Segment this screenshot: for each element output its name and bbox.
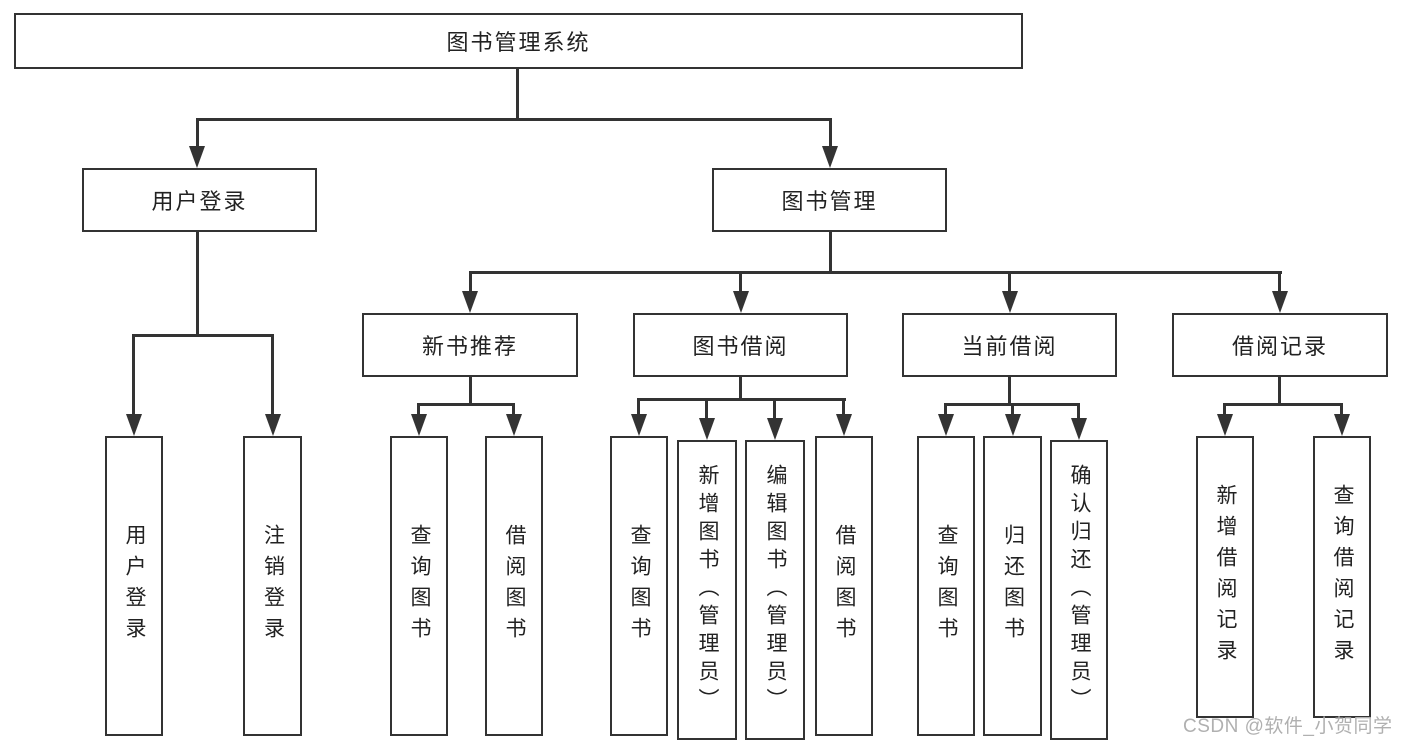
connector-line	[739, 271, 742, 291]
leaf-current-query-books: 查询图书	[917, 436, 975, 736]
arrow-down-icon	[411, 414, 427, 436]
arrow-down-icon	[699, 418, 715, 440]
connector-line	[1223, 403, 1343, 406]
connector-line	[1340, 403, 1343, 414]
connector-line	[1011, 403, 1014, 414]
leaf-login-user-login: 用户登录	[105, 436, 163, 736]
node-borrowing-records: 借阅记录	[1172, 313, 1388, 377]
connector-line	[516, 69, 519, 119]
connector-line	[773, 398, 776, 418]
connector-line	[944, 403, 947, 414]
connector-line	[469, 271, 1282, 274]
arrow-down-icon	[1334, 414, 1350, 436]
connector-line	[637, 398, 846, 401]
arrow-down-icon	[1272, 291, 1288, 313]
connector-line	[1008, 271, 1011, 291]
leaf-borrowing-add-books-admin: 新增图书（管理员）	[677, 440, 737, 740]
leaf-borrowing-edit-books-admin: 编辑图书（管理员）	[745, 440, 805, 740]
connector-line	[637, 398, 640, 414]
arrow-down-icon	[822, 146, 838, 168]
leaf-records-add-record: 新增借阅记录	[1196, 436, 1254, 718]
connector-line	[1077, 403, 1080, 418]
arrow-down-icon	[506, 414, 522, 436]
leaf-recommend-query-books: 查询图书	[390, 436, 448, 736]
node-current-borrowing: 当前借阅	[902, 313, 1117, 377]
arrow-down-icon	[1217, 414, 1233, 436]
connector-line	[271, 334, 274, 414]
node-book-management: 图书管理	[712, 168, 947, 232]
node-user-login: 用户登录	[82, 168, 317, 232]
connector-line	[417, 403, 420, 414]
arrow-down-icon	[1071, 418, 1087, 440]
arrow-down-icon	[631, 414, 647, 436]
arrow-down-icon	[1002, 291, 1018, 313]
arrow-down-icon	[265, 414, 281, 436]
leaf-current-confirm-return-admin: 确认归还（管理员）	[1050, 440, 1108, 740]
connector-line	[132, 334, 274, 337]
connector-line	[829, 232, 832, 271]
arrow-down-icon	[733, 291, 749, 313]
connector-line	[1278, 271, 1281, 291]
connector-line	[842, 398, 845, 414]
connector-line	[132, 334, 135, 414]
leaf-borrowing-borrow-books: 借阅图书	[815, 436, 873, 736]
connector-line	[196, 118, 199, 146]
connector-line	[739, 377, 742, 398]
connector-line	[1008, 377, 1011, 403]
arrow-down-icon	[126, 414, 142, 436]
connector-line	[469, 271, 472, 291]
leaf-records-query-record: 查询借阅记录	[1313, 436, 1371, 718]
leaf-current-return-books: 归还图书	[983, 436, 1042, 736]
connector-line	[1223, 403, 1226, 414]
connector-line	[196, 118, 832, 121]
csdn-watermark: CSDN @软件_小贺同学	[1183, 716, 1393, 737]
arrow-down-icon	[189, 146, 205, 168]
arrow-down-icon	[938, 414, 954, 436]
connector-line	[196, 232, 199, 334]
arrow-down-icon	[462, 291, 478, 313]
connector-line	[829, 118, 832, 146]
connector-line	[417, 403, 515, 406]
connector-line	[705, 398, 708, 418]
node-system-root: 图书管理系统	[14, 13, 1023, 69]
node-book-borrowing: 图书借阅	[633, 313, 848, 377]
arrow-down-icon	[1005, 414, 1021, 436]
connector-line	[1278, 377, 1281, 403]
connector-line	[512, 403, 515, 414]
node-new-book-recommendation: 新书推荐	[362, 313, 578, 377]
connector-line	[469, 377, 472, 403]
leaf-login-logout: 注销登录	[243, 436, 302, 736]
leaf-borrowing-query-books: 查询图书	[610, 436, 668, 736]
arrow-down-icon	[767, 418, 783, 440]
arrow-down-icon	[836, 414, 852, 436]
leaf-recommend-borrow-books: 借阅图书	[485, 436, 543, 736]
